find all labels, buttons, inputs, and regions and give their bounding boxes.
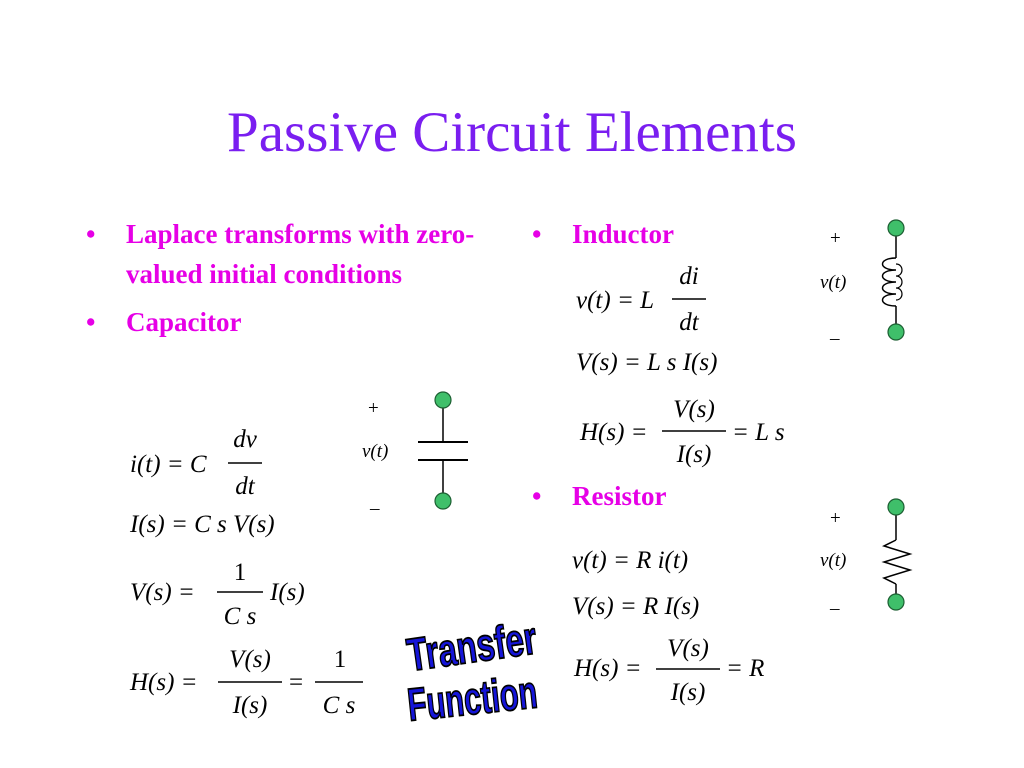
capacitor-symbol-icon	[418, 391, 468, 510]
inductor-eq1-lhs: v(t) = L	[576, 287, 654, 314]
resistor-eq3: H(s) = V(s) I(s) = R	[573, 635, 764, 706]
capacitor-eq4-lhs: H(s) =	[129, 669, 198, 696]
wordart-line2: Function	[405, 665, 540, 730]
capacitor-eq3-rhs: I(s)	[269, 579, 305, 606]
capacitor-eq4-den2: C s	[323, 692, 356, 719]
inductor-eq3-den: I(s)	[676, 441, 712, 468]
inductor-eq3-lhs: H(s) =	[579, 419, 648, 446]
capacitor-plus: +	[368, 398, 379, 419]
bullet-inductor: Inductor	[532, 214, 832, 254]
capacitor-eq3-lhs: V(s) =	[130, 579, 195, 606]
bullet-capacitor: Capacitor	[86, 302, 496, 342]
capacitor-eq1-den: dt	[235, 473, 256, 500]
bullet-resistor: Resistor	[532, 476, 832, 516]
terminal-top-icon	[434, 391, 452, 409]
wordart-transfer-function: Transfer Function	[403, 610, 541, 731]
capacitor-eq3-num: 1	[234, 559, 247, 586]
terminal-top-icon	[887, 498, 905, 516]
inductor-eq1: v(t) = L di dt	[576, 263, 706, 336]
capacitor-vt: v(t)	[362, 441, 388, 462]
capacitor-eq4-num1: V(s)	[229, 646, 271, 673]
capacitor-eq1: i(t) = C dv dt	[130, 426, 262, 500]
slide-title: Passive Circuit Elements	[227, 101, 797, 164]
capacitor-eq3: V(s) = 1 C s I(s)	[130, 559, 305, 630]
capacitor-eq3-den: C s	[224, 603, 257, 630]
resistor-eq3-lhs: H(s) =	[573, 655, 642, 682]
capacitor-eq1-num: dv	[233, 426, 258, 453]
left-bullet-list: Laplace transforms with zero-valued init…	[86, 214, 496, 350]
inductor-eq3: H(s) = V(s) I(s) = L s	[579, 396, 785, 468]
inductor-eq1-num: di	[679, 263, 699, 290]
capacitor-eq4-den1: I(s)	[232, 692, 268, 719]
capacitor-eq2: I(s) = C s V(s)	[129, 511, 275, 538]
resistor-eq2: V(s) = R I(s)	[572, 593, 699, 620]
resistor-eq3-num: V(s)	[667, 635, 709, 662]
inductor-eq1-den: dt	[679, 309, 700, 336]
resistor-eq3-rhs: = R	[726, 655, 764, 682]
resistor-symbol-icon	[881, 498, 913, 611]
terminal-bottom-icon	[887, 593, 905, 611]
bullet-laplace: Laplace transforms with zero-valued init…	[86, 214, 496, 294]
capacitor-eq4: H(s) = V(s) I(s) = 1 C s	[129, 646, 363, 719]
resistor-plus: +	[830, 508, 841, 529]
inductor-eq3-rhs: = L s	[732, 419, 785, 446]
capacitor-minus: –	[369, 498, 380, 519]
terminal-bottom-icon	[887, 323, 905, 341]
resistor-eq1: v(t) = R i(t)	[572, 547, 688, 574]
inductor-vt: v(t)	[820, 272, 846, 293]
terminal-bottom-icon	[434, 492, 452, 510]
capacitor-eq1-lhs: i(t) = C	[130, 451, 207, 478]
inductor-eq2: V(s) = L s I(s)	[576, 349, 717, 376]
resistor-eq3-den: I(s)	[670, 679, 706, 706]
capacitor-eq4-num2: 1	[334, 646, 347, 673]
inductor-plus: +	[830, 228, 841, 249]
inductor-minus: –	[829, 328, 840, 349]
resistor-minus: –	[829, 598, 840, 619]
resistor-vt: v(t)	[820, 550, 846, 571]
terminal-top-icon	[887, 219, 905, 237]
right-bullet-list-inductor: Inductor	[532, 214, 832, 262]
capacitor-eq4-mid: =	[289, 669, 303, 696]
right-bullet-list-resistor: Resistor	[532, 476, 832, 524]
inductor-symbol-icon	[881, 219, 905, 341]
inductor-eq3-num: V(s)	[673, 396, 715, 423]
